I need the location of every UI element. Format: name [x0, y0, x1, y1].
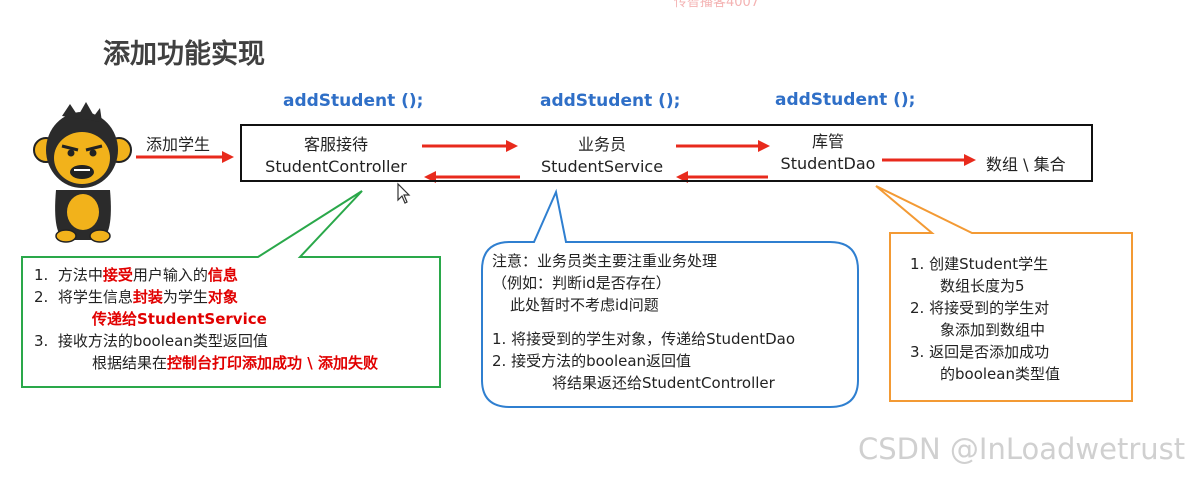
dao-note-item-2-cont: 象添加到数组中: [940, 321, 1046, 339]
input-arrow: [136, 151, 234, 163]
dao-class: StudentDao: [780, 154, 876, 173]
controller-note-item-2: 2. 将学生信息封装为学生对象: [34, 286, 438, 308]
controller-note-border: [21, 190, 441, 388]
dao-note: 1. 创建Student学生 数组长度为5 2. 将接受到的学生对 象添加到数组…: [910, 253, 1130, 385]
dao-to-storage-arrow: [882, 154, 976, 166]
spacer: [492, 316, 856, 328]
note-text: 为学生: [162, 288, 208, 306]
dao-node: 库管 StudentDao: [772, 131, 884, 175]
list-number: 1.: [34, 266, 49, 284]
service-note-item-2: 2. 接受方法的boolean返回值: [492, 352, 692, 370]
input-label: 添加学生: [146, 135, 211, 154]
controller-note-item-1: 1. 方法中接受用户输入的信息: [34, 264, 438, 286]
service-method-label: addStudent ();: [540, 91, 681, 111]
service-role: 业务员: [577, 135, 626, 154]
header-cut-text: 传智播客4007: [674, 0, 760, 10]
controller-note-item-3: 3. 接收方法的boolean类型返回值: [34, 330, 438, 352]
dao-method-label: addStudent ();: [775, 90, 916, 110]
watermark: CSDN @InLoadwetrust: [858, 432, 1186, 466]
note-text: 根据结果在: [92, 354, 168, 372]
service-note-line-1: 注意：业务员类主要注重业务处理: [492, 252, 718, 270]
controller-note-item-3-cont: 根据结果在控制台打印添加成功 \ 添加失败: [34, 352, 438, 374]
emphasis-text: 封装: [132, 288, 163, 306]
dao-note-border: [875, 185, 1133, 402]
list-number: 2.: [34, 288, 49, 306]
service-note-item-2-cont: 将结果返还给StudentController: [552, 374, 775, 392]
service-note: 注意：业务员类主要注重业务处理 （例如：判断id是否存在） 此处暂时不考虑id问…: [492, 250, 856, 394]
dao-note-item-1: 1. 创建Student学生: [910, 255, 1049, 273]
controller-note: 1. 方法中接受用户输入的信息 2. 将学生信息封装为学生对象 传递给Stude…: [34, 264, 438, 374]
service-note-line-3: 此处暂时不考虑id问题: [510, 296, 659, 314]
service-note-item-1: 1. 将接受到的学生对象，传递给StudentDao: [492, 330, 796, 348]
flow-box: [240, 124, 1093, 182]
dao-note-item-1-cont: 数组长度为5: [940, 277, 1025, 295]
emphasis-text: 信息: [207, 266, 238, 284]
note-text: 用户输入的: [132, 266, 208, 284]
note-text: 将学生信息: [57, 288, 133, 306]
service-note-line-2: （例如：判断id是否存在）: [492, 274, 671, 292]
service-note-border: [481, 188, 859, 408]
emphasis-text: 控制台打印添加成功 \ 添加失败: [167, 354, 378, 372]
controller-to-service-arrow: [422, 140, 518, 152]
storage-label: 数组 \ 集合: [986, 155, 1066, 174]
controller-node: 客服接待 StudentController: [252, 134, 420, 178]
emphasis-text: 对象: [207, 288, 238, 306]
service-to-dao-arrow: [676, 140, 770, 152]
dao-role: 库管: [811, 132, 844, 151]
dao-note-item-2: 2. 将接受到的学生对: [910, 299, 1050, 317]
service-class: StudentService: [540, 157, 664, 176]
mouse-cursor-icon: [397, 182, 411, 204]
dao-note-item-3-cont: 的boolean类型值: [940, 365, 1060, 383]
dao-note-item-3: 3. 返回是否添加成功: [910, 343, 1050, 361]
controller-note-item-2-cont: 传递给StudentService: [34, 308, 438, 330]
note-text: 接收方法的boolean类型返回值: [57, 332, 268, 350]
controller-role: 客服接待: [303, 135, 368, 154]
page-title: 添加功能实现: [103, 39, 265, 70]
emphasis-text: 接受: [102, 266, 133, 284]
controller-method-label: addStudent ();: [283, 91, 424, 111]
controller-class: StudentController: [265, 157, 407, 176]
monkey-mascot-icon: [33, 102, 132, 243]
service-node: 业务员 StudentService: [526, 134, 678, 178]
emphasis-text: 传递给StudentService: [92, 310, 267, 328]
list-number: 3.: [34, 332, 49, 350]
note-text: 方法中: [57, 266, 103, 284]
